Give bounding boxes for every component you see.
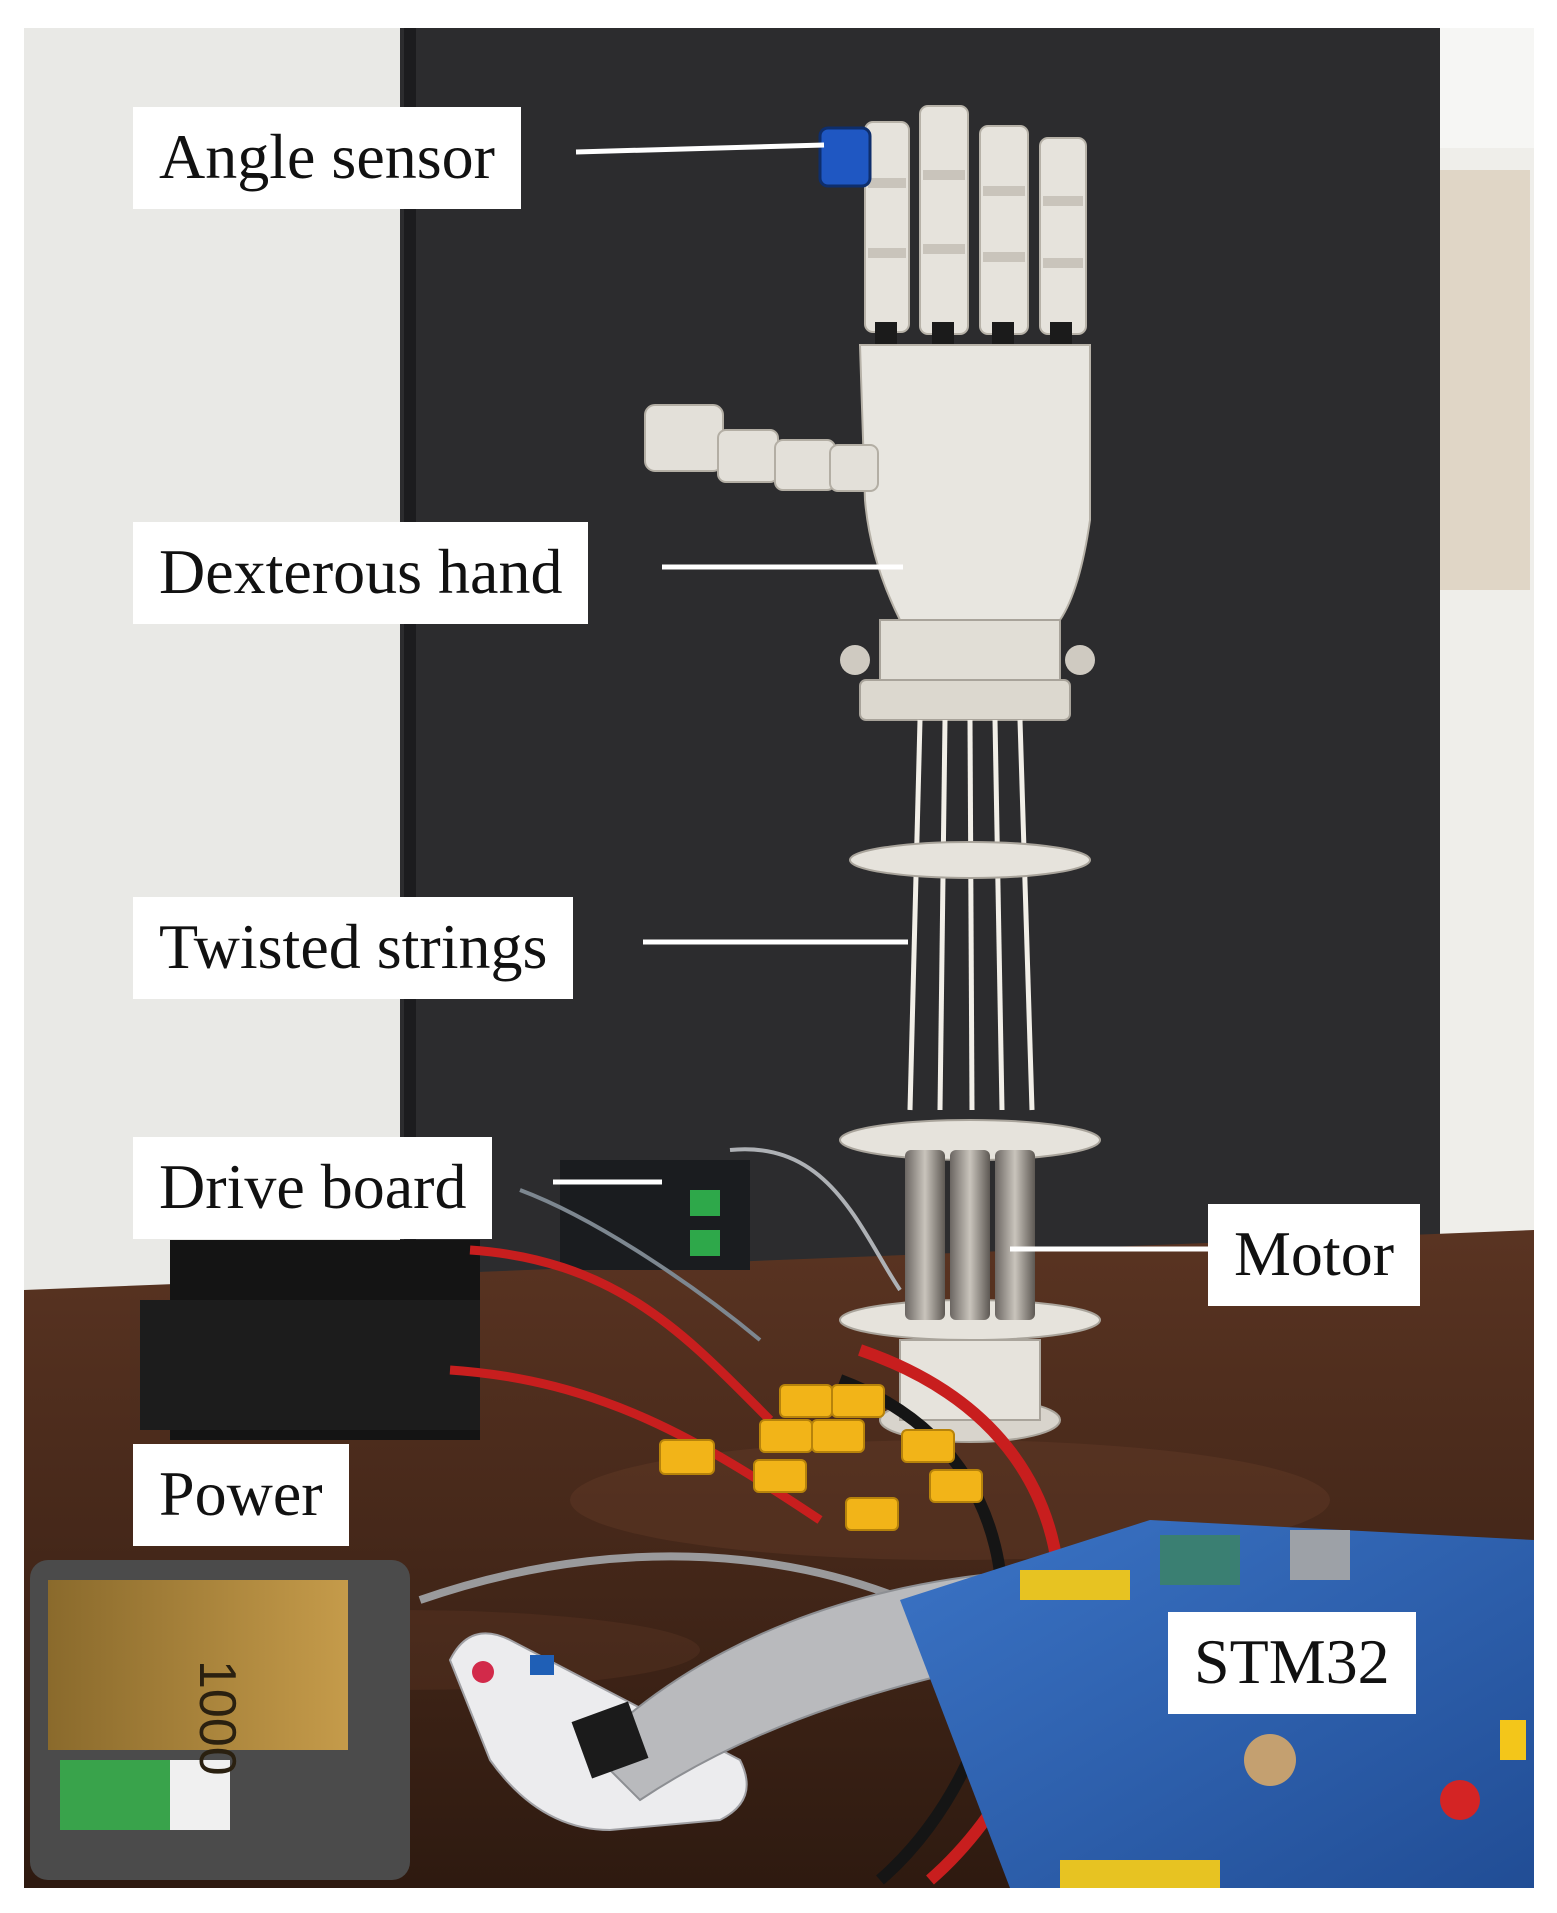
drive-board	[140, 1160, 750, 1440]
battery-pack: 1000	[30, 1560, 410, 1880]
label-motor: Motor	[1208, 1204, 1420, 1306]
label-power: Power	[133, 1444, 349, 1546]
angle-sensor-module	[818, 126, 872, 188]
label-angle-sensor: Angle sensor	[133, 107, 521, 209]
label-drive-board: Drive board	[133, 1137, 493, 1239]
label-twisted-strings: Twisted strings	[133, 897, 574, 999]
dexterous-hand	[644, 105, 1095, 721]
battery-text: 1000	[188, 1660, 246, 1776]
motors	[899, 1150, 1041, 1421]
leader-lines	[553, 142, 1208, 1252]
label-stm32: STM32	[1168, 1612, 1416, 1714]
label-dexterous-hand: Dexterous hand	[133, 522, 589, 624]
connectors	[659, 1384, 983, 1531]
